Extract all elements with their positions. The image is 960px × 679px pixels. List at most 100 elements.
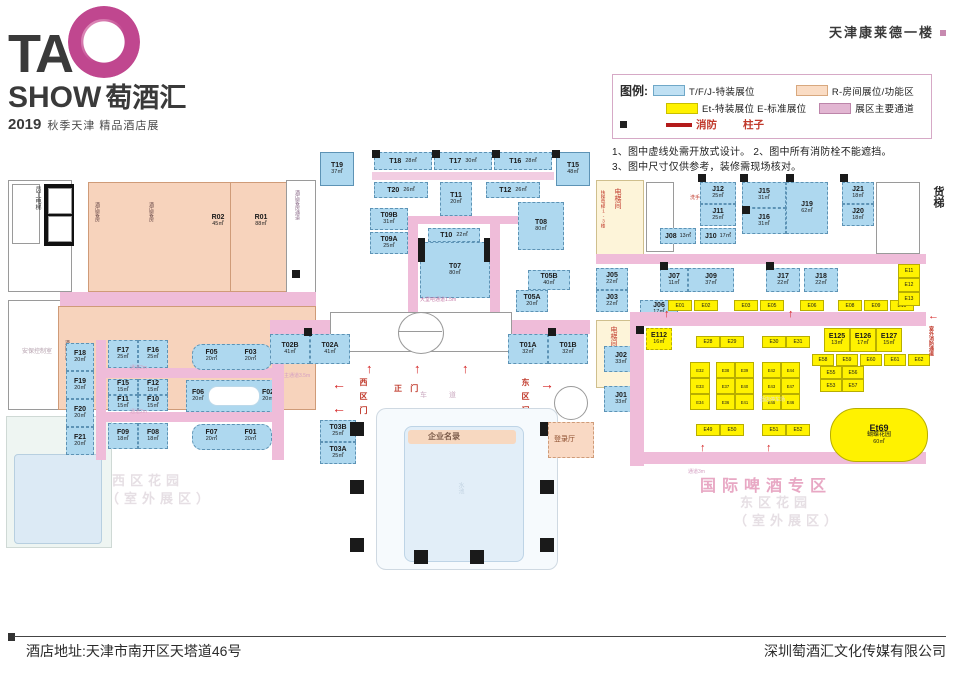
booth-E38[interactable]: E38 xyxy=(716,362,735,378)
booth-E12[interactable]: E12 xyxy=(898,278,920,292)
booth-E56[interactable]: E56 xyxy=(842,366,864,379)
booth-E51[interactable]: E51 xyxy=(762,424,786,436)
booth-E57[interactable]: E57 xyxy=(842,379,864,392)
booth-E32[interactable]: E32 xyxy=(690,362,710,378)
booth-E28[interactable]: E28 xyxy=(696,336,720,348)
booth-E36[interactable]: E36 xyxy=(716,394,735,410)
booth-E58[interactable]: E58 xyxy=(812,354,834,366)
booth-E02[interactable]: E02 xyxy=(694,300,718,311)
booth-R02[interactable]: R02 45㎡ xyxy=(211,214,225,227)
booth-E50[interactable]: E50 xyxy=(720,424,744,436)
booth-E62[interactable]: E62 xyxy=(908,354,930,366)
booth-E13[interactable]: E13 xyxy=(898,292,920,306)
booth-E11[interactable]: E11 xyxy=(898,264,920,278)
booth-E46[interactable]: E46 xyxy=(781,394,800,410)
booth-E29[interactable]: E29 xyxy=(720,336,744,348)
booth-E47[interactable]: E47 xyxy=(781,378,800,394)
booth-E08[interactable]: E08 xyxy=(838,300,862,311)
booth-E52[interactable]: E52 xyxy=(786,424,810,436)
booth-E33[interactable]: E33 xyxy=(690,378,710,394)
booth-E31[interactable]: E31 xyxy=(786,336,810,348)
booth-E45[interactable]: E45 xyxy=(762,394,781,410)
booth-E39a[interactable]: E39 xyxy=(735,362,754,378)
booth-E05[interactable]: E05 xyxy=(760,300,784,311)
registration-hall[interactable] xyxy=(548,422,594,458)
booth-E53[interactable]: E53 xyxy=(820,379,842,392)
booth-E42[interactable]: E42 xyxy=(762,362,781,378)
booth-R01[interactable]: R01 88㎡ xyxy=(254,214,268,227)
booth-E55[interactable]: E55 xyxy=(820,366,842,379)
booth-E09[interactable]: E09 xyxy=(864,300,888,311)
booth-E59[interactable]: E59 xyxy=(836,354,858,366)
booth-E03[interactable]: E03 xyxy=(734,300,758,311)
booth-E34[interactable]: E34 xyxy=(690,394,710,410)
booth-E60[interactable]: E60 xyxy=(860,354,882,366)
booth-E44[interactable]: E44 xyxy=(781,362,800,378)
booth-E61[interactable]: E61 xyxy=(884,354,906,366)
booth-E40[interactable]: E40 xyxy=(735,378,754,394)
booth-E49[interactable]: E49 xyxy=(696,424,720,436)
booth-E06[interactable]: E06 xyxy=(800,300,824,311)
booth-E30[interactable]: E30 xyxy=(762,336,786,348)
booth-E41[interactable]: E41 xyxy=(735,394,754,410)
booth-E37[interactable]: E37 xyxy=(716,378,735,394)
